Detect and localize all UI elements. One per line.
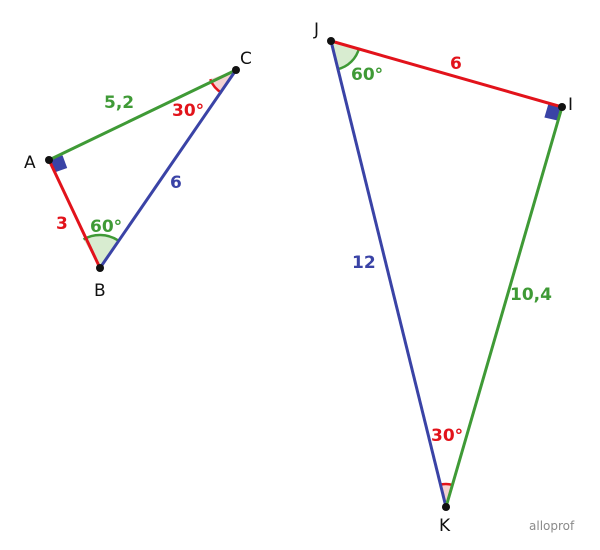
vertex-a-label: A bbox=[24, 153, 36, 173]
vertex-b-label: B bbox=[94, 281, 106, 301]
vertex-i-dot bbox=[558, 103, 566, 111]
angle-c-label: 30° bbox=[172, 101, 204, 121]
vertex-j-dot bbox=[327, 37, 335, 45]
side-ab-label: 3 bbox=[56, 214, 68, 234]
angle-b-wedge bbox=[83, 235, 118, 268]
vertex-c-label: C bbox=[240, 49, 252, 69]
vertex-c-dot bbox=[232, 66, 240, 74]
angle-k-arc bbox=[441, 482, 453, 487]
right-angle-i-marker bbox=[544, 103, 562, 121]
side-bc bbox=[98, 69, 238, 269]
triangle-jik: J I K 6 12 10,4 60° 30° bbox=[313, 20, 573, 536]
side-ac bbox=[48, 68, 237, 162]
triangle-abc: A B C 5,2 3 6 60° 30° bbox=[24, 49, 252, 301]
vertex-j-label: J bbox=[313, 20, 319, 40]
side-jk bbox=[329, 40, 448, 508]
side-ik-label: 10,4 bbox=[510, 285, 552, 305]
angle-b-label: 60° bbox=[90, 217, 122, 237]
side-ji-label: 6 bbox=[450, 54, 462, 74]
alloprof-watermark: alloprof bbox=[529, 519, 575, 533]
vertex-i-label: I bbox=[568, 95, 573, 115]
angle-k-label: 30° bbox=[431, 426, 463, 446]
side-ac-label: 5,2 bbox=[104, 93, 134, 113]
side-ji bbox=[330, 39, 563, 109]
angle-c-wedge bbox=[210, 70, 236, 93]
side-jk-label: 12 bbox=[352, 253, 376, 273]
vertex-k-dot bbox=[442, 503, 450, 511]
vertex-b-dot bbox=[96, 264, 104, 272]
side-bc-label: 6 bbox=[170, 173, 182, 193]
vertex-k-label: K bbox=[439, 516, 451, 536]
vertex-a-dot bbox=[45, 156, 53, 164]
side-ab bbox=[47, 159, 102, 269]
angle-j-label: 60° bbox=[351, 65, 383, 85]
side-ik bbox=[444, 106, 564, 508]
